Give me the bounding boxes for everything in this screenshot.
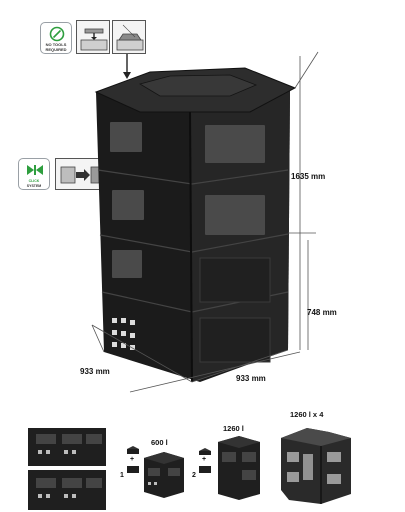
composter-1260x4-icon (281, 428, 351, 504)
click-step-1 (55, 158, 103, 190)
assembly-step-2 (112, 20, 146, 54)
base-module-icon (127, 466, 139, 473)
base-module-icon-2 (199, 466, 211, 473)
capacity-1260: 1260 l (223, 424, 244, 433)
step-one-number: 1 (120, 472, 124, 479)
click-system-line1: CLICK (28, 179, 40, 183)
composter-600-icon (144, 452, 184, 498)
width-dimension: 933 mm (236, 374, 266, 383)
lid-fitted-icon (116, 24, 144, 51)
no-tools-line1: NO TOOLS (45, 42, 67, 47)
lid-insert-icon (80, 28, 108, 51)
composter-1260-icon (218, 436, 260, 500)
lid-small-icon (199, 448, 211, 455)
click-system-line2: SYSTEM (26, 183, 42, 188)
height-dimension: 1635 mm (291, 172, 326, 181)
module-pair-illustration (28, 428, 106, 510)
click-system-badge: CLICK SYSTEM (18, 158, 50, 190)
plus-sign: + (130, 456, 135, 463)
connector-arrow-icon (123, 54, 131, 79)
click-arrows-icon (27, 165, 43, 175)
capacity-1260x4: 1260 l x 4 (290, 410, 324, 419)
depth-dimension: 933 mm (80, 367, 110, 376)
capacity-600: 600 l (151, 438, 168, 447)
no-tools-line2: REQUIRED (45, 46, 67, 52)
step-two-number: 2 (192, 472, 196, 479)
wrench-icon (49, 26, 65, 42)
small-module-icon (127, 446, 139, 454)
plus-sign-2: + (202, 456, 207, 463)
module-height-dimension: 748 mm (307, 308, 337, 317)
assembly-step-1 (76, 20, 110, 54)
no-tools-badge: NO TOOLS REQUIRED (40, 22, 72, 54)
